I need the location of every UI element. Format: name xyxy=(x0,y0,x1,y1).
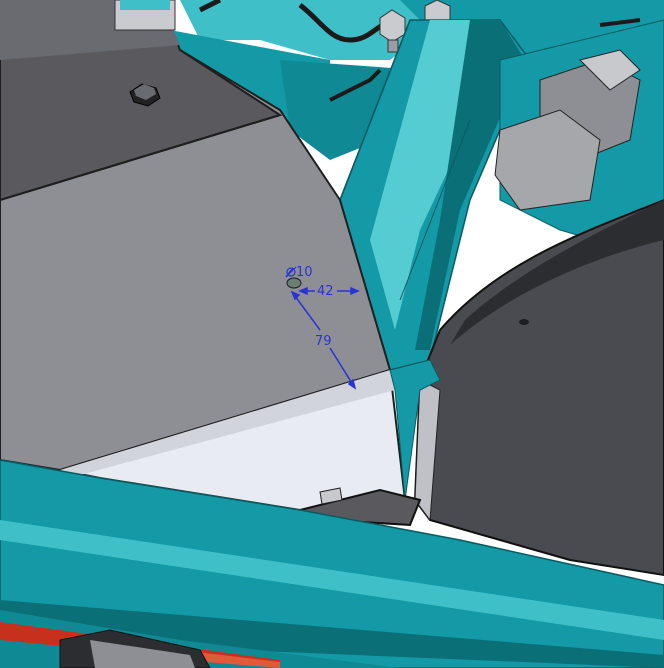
right-frame xyxy=(494,19,664,261)
center-teal-block xyxy=(389,359,441,501)
horizontal-offset-dimension[interactable]: 42 xyxy=(317,284,334,299)
hole-diameter-dimension[interactable]: 10 xyxy=(296,265,313,280)
right-dark-panel xyxy=(413,198,664,577)
mounting-hole xyxy=(286,277,302,289)
bottom-left-block xyxy=(59,629,211,668)
diameter-icon xyxy=(285,266,297,278)
hex-bolt-icon xyxy=(129,83,161,107)
diagonal-offset-dimension[interactable]: 79 xyxy=(315,334,332,349)
diagonal-beam xyxy=(339,19,531,371)
left-top-strip xyxy=(114,0,176,31)
